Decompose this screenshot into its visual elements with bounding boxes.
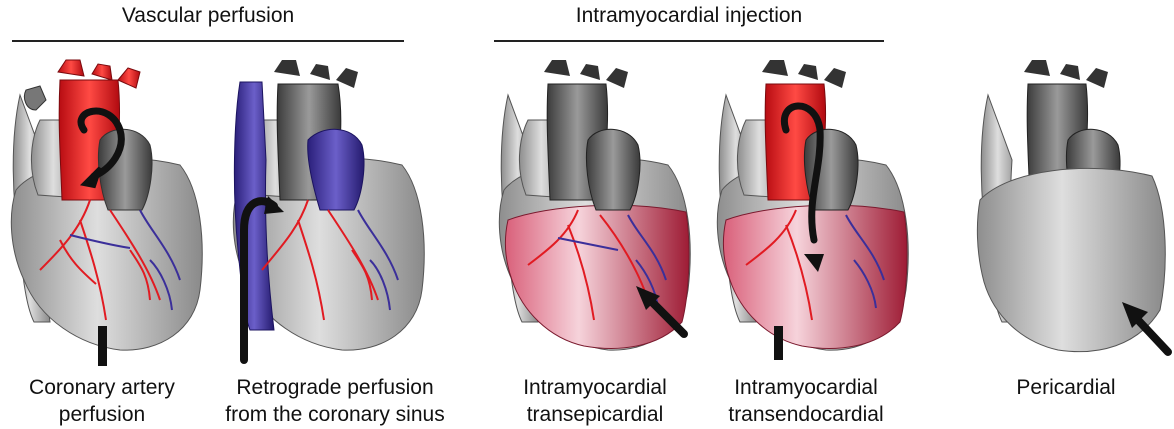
caption-line-1: Coronary artery [4,374,200,401]
transendocardial-heart [717,60,908,360]
caption-line-2: perfusion [4,401,200,428]
caption-intramyocardial-transendocardial: Intramyocardial transendocardial [708,374,904,428]
caption-line-1: Retrograde perfusion [202,374,468,401]
retrograde-perfusion-heart [233,60,424,360]
caption-intramyocardial-transepicardial: Intramyocardial transepicardial [500,374,690,428]
caption-line-1: Pericardial [996,374,1136,401]
pericardial-heart [977,60,1168,352]
caption-line-2: transepicardial [500,401,690,428]
caption-line-1: Intramyocardial [500,374,690,401]
caption-line-1: Intramyocardial [708,374,904,401]
caption-line-2: from the coronary sinus [202,401,468,428]
coronary-artery-heart [11,60,202,366]
caption-line-2: transendocardial [708,401,904,428]
caption-pericardial: Pericardial [996,374,1136,401]
caption-coronary-artery-perfusion: Coronary artery perfusion [4,374,200,428]
transepicardial-heart [499,60,690,350]
caption-retrograde-perfusion: Retrograde perfusion from the coronary s… [202,374,468,428]
